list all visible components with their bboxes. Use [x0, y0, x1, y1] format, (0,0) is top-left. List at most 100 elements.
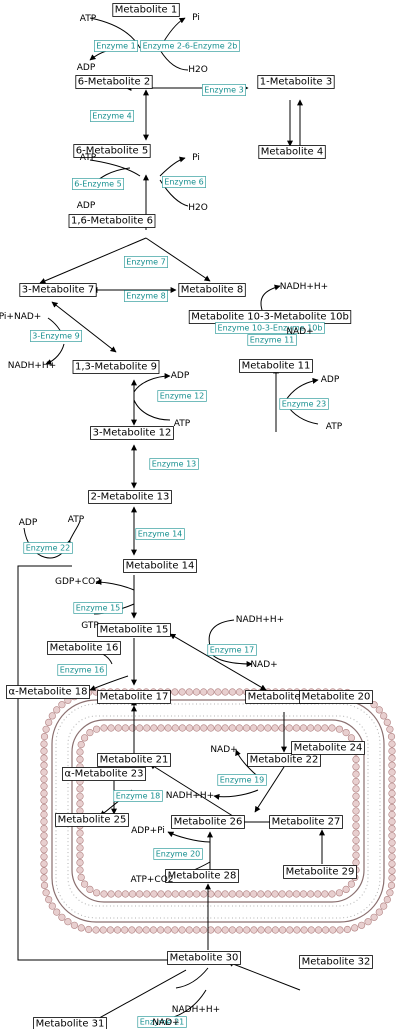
- metabolite-label: 6-Metabolite 5: [73, 144, 151, 158]
- metabolite-label: Metabolite 29: [283, 865, 357, 879]
- cofactor-label: ATP+CO2: [130, 875, 173, 885]
- reaction-arrow: [254, 766, 285, 813]
- cofactor-label: Pi: [192, 153, 200, 163]
- reaction-arrow: [159, 156, 186, 177]
- metabolite-label-text: 3-Metabolite 12: [93, 428, 172, 439]
- cofactor-label-text: GDP+CO2: [55, 577, 101, 587]
- enzyme-label-text: Enzyme 15: [76, 604, 121, 613]
- reaction-arrow: [91, 969, 187, 1023]
- metabolite-label: α-Metabolite 23: [62, 767, 146, 781]
- enzyme-label: Enzyme 3: [202, 84, 247, 96]
- metabolite-label-text: 2-Metabolite 13: [91, 492, 170, 503]
- enzyme-label-text: Enzyme 1: [96, 42, 135, 51]
- enzyme-label-text: Enzyme 20: [156, 850, 201, 859]
- metabolite-label-text: Metabolite 8: [181, 285, 243, 296]
- enzyme-label: Enzyme 13: [149, 458, 199, 470]
- enzyme-label: Enzyme 21: [137, 1016, 187, 1028]
- metabolite-label: Metabolite 21: [97, 753, 171, 767]
- metabolite-label: 1-Metabolite 3: [257, 75, 335, 89]
- cofactor-label: ADP: [171, 371, 190, 381]
- metabolite-label: Metabolite 4: [258, 145, 326, 159]
- enzyme-label-text: Enzyme 10-3-Enzyme 10b: [218, 324, 323, 333]
- enzyme-label: Enzyme 15: [73, 602, 123, 614]
- metabolite-label-text: Metabolite 32: [302, 957, 371, 968]
- cofactor-label: NAD+: [152, 1018, 179, 1028]
- cofactor-label: Pi: [192, 13, 200, 23]
- reaction-arrow: [175, 967, 209, 989]
- reaction-arrow: [145, 237, 211, 282]
- enzyme-label: Enzyme 19: [217, 774, 267, 786]
- metabolite-label-text: Metabolite 11: [242, 361, 311, 372]
- cofactor-label: GDP+CO2: [55, 577, 101, 587]
- cofactor-label: NADH+H+: [166, 791, 214, 801]
- enzyme-label-text: 3-Enzyme 9: [32, 332, 79, 341]
- enzyme-label-text: Enzyme 6: [164, 178, 203, 187]
- cofactor-label: ATP: [80, 14, 97, 24]
- reaction-arrow: [17, 565, 181, 963]
- metabolite-label-text: Metabolite 17: [100, 692, 169, 703]
- metabolite-label: Metabolite 11: [239, 359, 313, 373]
- reaction-arrow: [51, 301, 117, 353]
- metabolite-label: Metabolite 8: [178, 283, 246, 297]
- metabolite-label: 1,3-Metabolite 9: [72, 360, 160, 374]
- reaction-arrow: [133, 373, 171, 393]
- metabolite-label: 2-Metabolite 13: [88, 490, 172, 504]
- enzyme-label: Enzyme 10-3-Enzyme 10b: [215, 322, 325, 334]
- cofactor-label: Pi+NAD+: [0, 312, 41, 322]
- cofactor-label-text: NADH+H+: [166, 791, 214, 801]
- metabolite-label: Metabolite 24: [291, 741, 365, 755]
- cofactor-label: NAD+: [250, 660, 277, 670]
- cofactor-label-text: ATP: [326, 422, 343, 432]
- enzyme-label-text: Enzyme 13: [152, 460, 197, 469]
- metabolite-label-text: Metabolite 25: [58, 815, 127, 826]
- metabolite-label-text: 1,3-Metabolite 9: [75, 362, 157, 373]
- reaction-arrow: [69, 519, 81, 541]
- cofactor-label: ATP: [80, 153, 97, 163]
- enzyme-label: Enzyme 12: [157, 390, 207, 402]
- reaction-arrow: [39, 237, 147, 284]
- metabolite-label-text: Metabolite 15: [100, 625, 169, 636]
- metabolite-label: Metabolite 17: [97, 690, 171, 704]
- metabolite-label: Metabolite 31: [33, 1017, 107, 1029]
- enzyme-label: 6-Enzyme 5: [72, 178, 125, 190]
- cofactor-label: ATP: [174, 419, 191, 429]
- metabolite-label: α-Metabolite 18: [6, 685, 90, 699]
- metabolite-label-text: Metabolite 29: [286, 867, 355, 878]
- cofactor-label-text: NADH+H+: [236, 615, 284, 625]
- metabolite-label-text: 6-Metabolite 5: [76, 146, 148, 157]
- enzyme-label: Enzyme 17: [207, 644, 257, 656]
- cofactor-label: ADP: [19, 518, 38, 528]
- metabolite-label-text: Metabolite 26: [174, 817, 243, 828]
- metabolite-label-text: Metabolite 27: [272, 817, 341, 828]
- metabolite-label-text: Metabolite 4: [261, 147, 323, 158]
- enzyme-label: Enzyme 7: [124, 256, 169, 268]
- metabolite-label-text: Metabolite 20: [302, 692, 371, 703]
- metabolite-label-text: 3-Metabolite 7: [22, 285, 94, 296]
- enzyme-label: 3-Enzyme 9: [29, 330, 83, 342]
- enzyme-label: Enzyme 18: [113, 790, 163, 802]
- cofactor-label: ATP: [68, 515, 85, 525]
- enzyme-label-text: Enzyme 11: [250, 336, 295, 345]
- cofactor-label-text: ADP: [77, 63, 96, 73]
- enzyme-label: Enzyme 2-6-Enzyme 2b: [140, 40, 240, 52]
- cofactor-label-text: NADH+H+: [172, 1005, 220, 1015]
- cofactor-label: ADP: [77, 201, 96, 211]
- enzyme-label-text: Enzyme 23: [282, 400, 327, 409]
- metabolite-label: Metabolite 25: [55, 813, 129, 827]
- cofactor-label: H2O: [188, 203, 208, 213]
- metabolite-label-text: Metabolite 28: [168, 871, 237, 882]
- cofactor-label-text: ATP: [174, 419, 191, 429]
- metabolite-label: Metabolite 27: [269, 815, 343, 829]
- metabolite-label: Metabolite 14: [123, 559, 197, 573]
- cofactor-label-text: Pi: [192, 153, 200, 163]
- enzyme-label-text: Enzyme 16: [60, 666, 105, 675]
- reaction-arrow: [208, 619, 235, 647]
- metabolite-label-text: Metabolite 21: [100, 755, 169, 766]
- mitochondrial-membrane: [40, 688, 396, 934]
- reaction-arrow: [133, 399, 171, 421]
- metabolite-label: 3-Metabolite 7: [19, 283, 97, 297]
- cofactor-label: ADP: [77, 63, 96, 73]
- enzyme-label-text: Enzyme 2-6-Enzyme 2b: [143, 42, 238, 51]
- enzyme-label: Enzyme 1: [94, 40, 139, 52]
- enzyme-label: Enzyme 14: [135, 528, 185, 540]
